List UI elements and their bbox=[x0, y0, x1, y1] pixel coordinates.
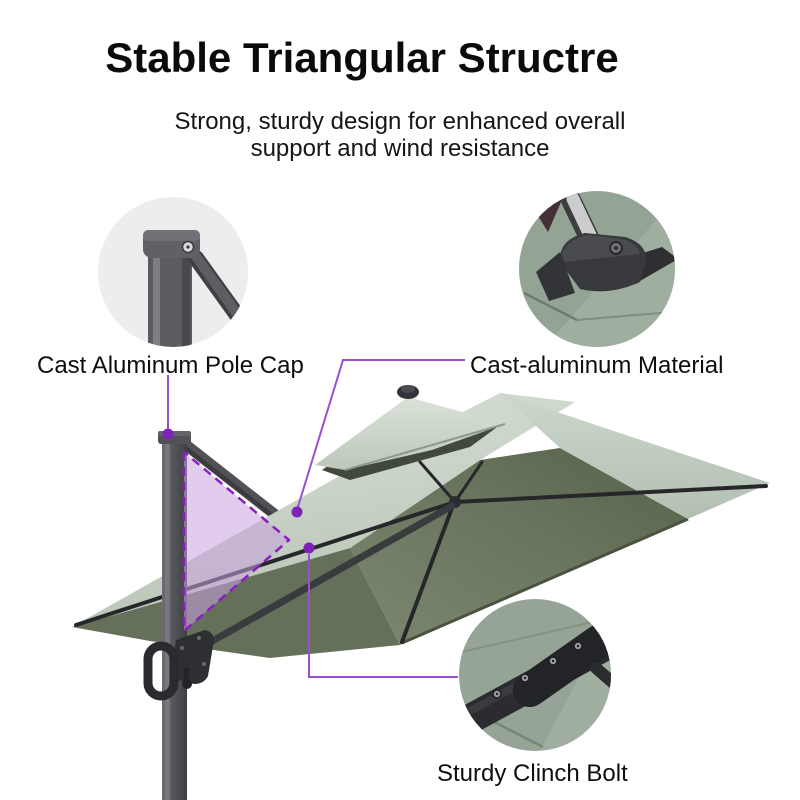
canopy-top-tier bbox=[315, 397, 505, 470]
callout-dots bbox=[162, 428, 315, 554]
page-title: Stable Triangular Structre bbox=[105, 34, 619, 81]
clinch-bolt-inset-photo bbox=[459, 599, 611, 751]
crank-handle bbox=[143, 502, 456, 701]
material-inset-photo bbox=[519, 191, 675, 347]
umbrella-pole bbox=[158, 431, 191, 800]
subtitle-line-1: Strong, sturdy design for enhanced overa… bbox=[174, 108, 626, 135]
material-connector-line bbox=[296, 359, 465, 511]
pole-cap-callout-dot bbox=[162, 428, 174, 440]
canopy-ribs bbox=[74, 460, 768, 644]
finial bbox=[397, 385, 419, 399]
canopy-underside bbox=[350, 448, 688, 645]
pole-cap-inset-photo bbox=[98, 197, 248, 347]
material-label: Cast-aluminum Material bbox=[470, 352, 724, 379]
cantilever-arm bbox=[175, 435, 293, 530]
triangle-highlight-overlay bbox=[182, 450, 291, 633]
subtitle-line-2: support and wind resistance bbox=[250, 135, 550, 162]
page-subtitle: Strong, sturdy design for enhanced overa… bbox=[0, 108, 800, 162]
callout-connectors bbox=[167, 359, 465, 678]
material-callout-dot bbox=[291, 506, 303, 518]
clinch-bolt-label: Sturdy Clinch Bolt bbox=[437, 760, 628, 787]
pole-cap-label: Cast Aluminum Pole Cap bbox=[37, 352, 304, 379]
canopy-underside-left bbox=[72, 548, 400, 658]
clinch-bolt-connector-line bbox=[308, 554, 458, 678]
clinch-bolt-callout-dot bbox=[303, 542, 315, 554]
